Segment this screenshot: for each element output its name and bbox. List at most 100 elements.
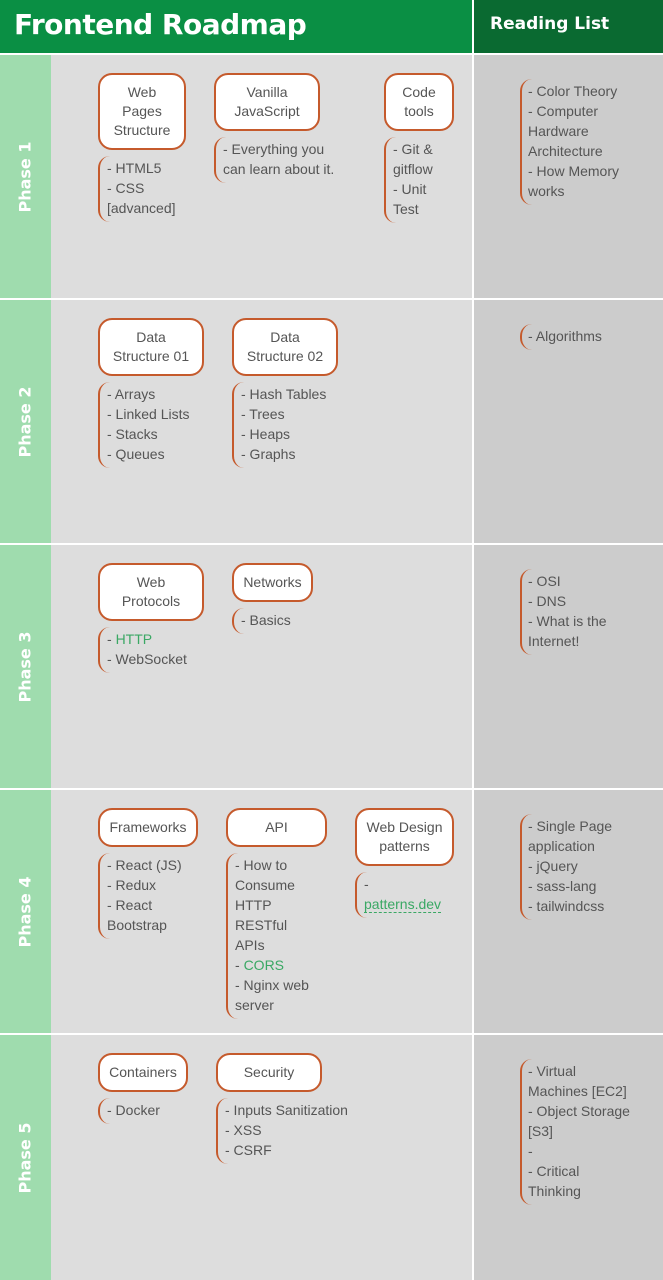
topic-networks: Networks - Basics — [232, 563, 313, 634]
phase-1-content: Web Pages Structure - HTML5 - CSS [advan… — [51, 55, 472, 298]
list-item: - Inputs Sanitization — [225, 1102, 348, 1118]
topic-title-line: Web — [136, 574, 166, 590]
list-item-prefix: - — [107, 631, 116, 647]
topic-pill[interactable]: Networks — [232, 563, 313, 602]
topic-pill[interactable]: API — [226, 808, 327, 847]
topic-sublist: - Docker — [98, 1098, 188, 1124]
list-item: - CORS — [235, 957, 285, 973]
phase-1-label-column: Phase 1 — [0, 55, 51, 298]
phase-3-row: Phase 3 Web Protocols - HTTP - WebSocket… — [0, 545, 663, 788]
reading-item: application — [528, 838, 595, 854]
topic-code-tools: Code tools - Git & gitflow - Unit Test — [384, 73, 454, 223]
topic-vanilla-javascript: Vanilla JavaScript - Everything you can … — [214, 73, 334, 183]
list-item: - Trees — [241, 406, 285, 422]
list-item: - Linked Lists — [107, 406, 190, 422]
topic-pill[interactable]: Data Structure 01 — [98, 318, 204, 376]
topic-security: Security - Inputs Sanitization - XSS - C… — [216, 1053, 348, 1164]
phase-4-label-column: Phase 4 — [0, 790, 51, 1033]
topic-data-structure-01: Data Structure 01 - Arrays - Linked List… — [98, 318, 204, 468]
list-item: gitflow — [393, 161, 433, 177]
topic-web-pages-structure: Web Pages Structure - HTML5 - CSS [advan… — [98, 73, 186, 222]
topic-pill[interactable]: Data Structure 02 — [232, 318, 338, 376]
topic-title-line: Protocols — [121, 593, 181, 609]
list-item: RESTful — [235, 917, 288, 933]
topic-sublist: - HTTP - WebSocket — [98, 627, 204, 673]
topic-pill[interactable]: Vanilla JavaScript — [214, 73, 320, 131]
phase-4-row: Phase 4 Frameworks - React (JS) - Redux … — [0, 790, 663, 1033]
reading-item: - jQuery — [528, 858, 578, 874]
phase-2-label: Phase 2 — [15, 386, 35, 457]
phase-3-content: Web Protocols - HTTP - WebSocket Network… — [51, 545, 472, 788]
topic-pill[interactable]: Frameworks — [98, 808, 198, 847]
topic-frameworks: Frameworks - React (JS) - Redux - React … — [98, 808, 198, 939]
topic-pill[interactable]: Security — [216, 1053, 322, 1092]
reading-item: - OSI — [528, 573, 561, 589]
reading-list: - Algorithms — [520, 324, 660, 350]
list-item: - Redux — [107, 877, 157, 893]
phase-2-label-column: Phase 2 — [0, 300, 51, 543]
topic-title-line: Frameworks — [109, 819, 187, 835]
topic-title-line: Code — [402, 84, 436, 100]
topic-sublist: - React (JS) - Redux - React Bootstrap — [98, 853, 198, 939]
phase-1-label: Phase 1 — [15, 141, 35, 212]
list-item: APIs — [235, 937, 265, 953]
reading-list-title: Reading List — [490, 14, 610, 34]
list-item: - Graphs — [241, 446, 296, 462]
phase-5-label: Phase 5 — [15, 1122, 35, 1193]
topic-sublist: - Hash Tables - Trees - Heaps - Graphs — [232, 382, 338, 468]
reading-list: - Single Page application - jQuery - sas… — [520, 814, 660, 920]
phase-3-reading-column: - OSI - DNS - What is the Internet! — [474, 545, 663, 788]
list-item: server — [235, 997, 274, 1013]
topic-title-line: Networks — [243, 574, 302, 590]
phase-4-content: Frameworks - React (JS) - Redux - React … — [51, 790, 472, 1033]
topic-title-line: Web Design — [366, 819, 443, 835]
list-item: - XSS — [225, 1122, 262, 1138]
topic-sublist: - patterns.dev — [355, 872, 454, 918]
list-item: - Queues — [107, 446, 165, 462]
topic-pill[interactable]: Code tools — [384, 73, 454, 131]
reading-item: - Computer — [528, 103, 599, 119]
topic-pill[interactable]: Web Protocols — [98, 563, 204, 621]
topic-title-line: Web — [127, 84, 157, 100]
reading-list: - OSI - DNS - What is the Internet! — [520, 569, 660, 655]
reading-item: Hardware — [528, 123, 589, 139]
page-title: Frontend Roadmap — [14, 8, 307, 41]
topic-title-line: patterns — [379, 838, 430, 854]
reading-list-header: Reading List — [474, 0, 663, 53]
topic-web-protocols: Web Protocols - HTTP - WebSocket — [98, 563, 204, 673]
http-link[interactable]: HTTP — [115, 631, 153, 647]
reading-item: - Color Theory — [528, 83, 618, 99]
reading-item: [S3] — [528, 1123, 553, 1139]
reading-item: - What is the — [528, 613, 607, 629]
list-item: Consume — [235, 877, 295, 893]
phase-4-reading-column: - Single Page application - jQuery - sas… — [474, 790, 663, 1033]
topic-pill[interactable]: Web Pages Structure — [98, 73, 186, 150]
list-item: - Unit — [393, 181, 427, 197]
phase-5-reading-column: - Virtual Machines [EC2] - Object Storag… — [474, 1035, 663, 1280]
cors-link[interactable]: CORS — [243, 957, 285, 973]
phase-3-label-column: Phase 3 — [0, 545, 51, 788]
reading-item: - DNS — [528, 593, 567, 609]
list-item: - React (JS) — [107, 857, 182, 873]
list-item: - HTTP — [107, 629, 204, 649]
phase-3-label: Phase 3 — [15, 631, 35, 702]
topic-pill[interactable]: Containers — [98, 1053, 188, 1092]
topic-title-line: JavaScript — [234, 103, 300, 119]
topic-title-line: Structure 02 — [246, 348, 324, 364]
patterns-dev-link[interactable]: patterns.dev — [364, 896, 442, 913]
phase-1-row: Phase 1 Web Pages Structure - HTML5 - CS… — [0, 55, 663, 298]
topic-title-line: Data — [270, 329, 300, 345]
reading-item: Internet! — [528, 633, 580, 649]
topic-title-line: tools — [404, 103, 434, 119]
reading-item: - How Memory — [528, 163, 620, 179]
list-item: can learn about it. — [223, 161, 335, 177]
phase-2-content: Data Structure 01 - Arrays - Linked List… — [51, 300, 472, 543]
list-item: - Docker — [107, 1102, 160, 1118]
list-item: - CSRF — [225, 1142, 272, 1158]
list-item: - Nginx web — [235, 977, 309, 993]
topic-title-line: Containers — [109, 1064, 177, 1080]
reading-list: - Virtual Machines [EC2] - Object Storag… — [520, 1059, 660, 1205]
list-item: Test — [393, 201, 419, 217]
phase-4-label: Phase 4 — [15, 876, 35, 947]
topic-pill[interactable]: Web Design patterns — [355, 808, 454, 866]
